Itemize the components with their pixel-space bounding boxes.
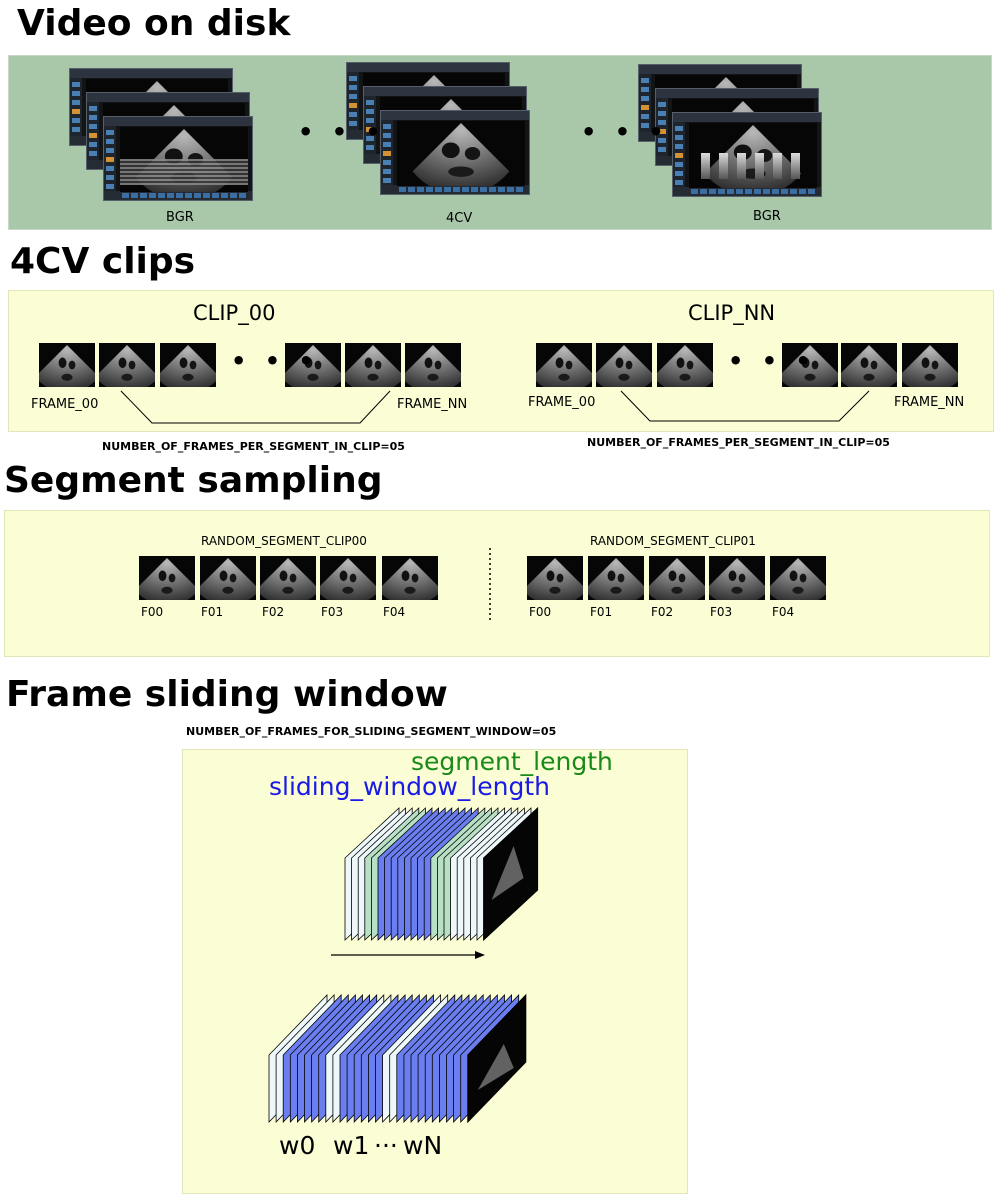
ellipsis-dots: • • • [581,118,669,146]
section-title-video-on-disk: Video on disk [17,3,291,44]
segment-frame-thumbnail [139,556,195,600]
segment-frame-thumbnail [260,556,316,600]
section-title-segment-sampling: Segment sampling [4,460,383,501]
window-label-dots: ··· [374,1131,398,1160]
segment-a-frame-label: F03 [321,605,344,619]
clip-00-first-frame-label: FRAME_00 [31,397,99,412]
window-label-w1: w1 [333,1131,370,1160]
segment-length-label: segment_length [411,747,613,776]
clip-frame-thumbnail [285,343,341,387]
ultrasound-video-screen [103,116,253,201]
clip-00-last-frame-label: FRAME_NN [397,397,468,412]
clip-00-title: CLIP_00 [193,301,276,325]
clip-nn-first-frame-label: FRAME_00 [528,395,596,410]
section-title-4cv-clips: 4CV clips [10,241,196,282]
sliding-window-note: NUMBER_OF_FRAMES_FOR_SLIDING_SEGMENT_WIN… [186,725,557,738]
segment-frame-thumbnail [709,556,765,600]
clip-bracket-lines [120,390,870,424]
clip-frame-thumbnail [536,343,592,387]
clip-frame-thumbnail [782,343,838,387]
clip-frame-thumbnail [99,343,155,387]
random-segment-clip01-label: RANDOM_SEGMENT_CLIP01 [590,534,756,548]
video-label-1: BGR [166,210,194,225]
clips-panel: CLIP_00 CLIP_NN • • • • • • FRAME_00 FRA… [8,290,994,432]
video-on-disk-panel: • • • • • • BGR 4CV BGR [8,55,992,230]
section-title-frame-sliding-window: Frame sliding window [6,674,448,715]
clip-nn-last-frame-label: FRAME_NN [894,395,965,410]
ellipsis-dots: • • • [231,347,319,375]
clip-frame-thumbnail [902,343,958,387]
ellipsis-dots: • • • [298,118,386,146]
frame-stacks [268,806,539,1124]
segment-b-frame-label: F01 [590,605,613,619]
segment-b-frame-label: F04 [772,605,795,619]
clip-frame-thumbnail [160,343,216,387]
segment-divider [489,548,491,622]
window-label-w0: w0 [279,1131,316,1160]
clip-frame-thumbnail [841,343,897,387]
slide-arrow-head [475,951,485,959]
clip-frame-thumbnail [345,343,401,387]
segment-a-frame-label: F00 [141,605,164,619]
random-segment-clip00-label: RANDOM_SEGMENT_CLIP00 [201,534,367,548]
segment-frame-thumbnail [527,556,583,600]
frames-per-segment-note-a: NUMBER_OF_FRAMES_PER_SEGMENT_IN_CLIP=05 [102,440,405,453]
ultrasound-video-screen [380,110,530,195]
segment-frame-thumbnail [588,556,644,600]
segment-b-frame-label: F00 [529,605,552,619]
sliding-window-length-label: sliding_window_length [269,772,550,801]
front-echo-frame [467,993,527,1124]
ellipsis-dots: • • • [728,347,816,375]
segment-a-frame-label: F02 [262,605,285,619]
segment-frame-thumbnail [770,556,826,600]
segment-frame-thumbnail [200,556,256,600]
segment-frame-thumbnail [382,556,438,600]
sliding-window-panel: segment_length sliding_window_length w0 … [182,747,688,1194]
video-label-2: 4CV [446,211,473,226]
clip-frame-thumbnail [405,343,461,387]
ultrasound-video-screen [672,112,822,197]
window-label-wn: wN [403,1131,443,1160]
segment-frame-thumbnail [320,556,376,600]
front-echo-frame [483,806,539,942]
clip-frame-thumbnail [657,343,713,387]
video-label-3: BGR [753,209,781,224]
clip-frame-thumbnail [596,343,652,387]
segment-b-frame-label: F03 [710,605,733,619]
segment-a-frame-label: F01 [201,605,224,619]
clip-frame-thumbnail [39,343,95,387]
segment-a-frame-label: F04 [383,605,406,619]
segment-frame-thumbnail [649,556,705,600]
segment-sampling-panel: RANDOM_SEGMENT_CLIP00 RANDOM_SEGMENT_CLI… [4,510,990,657]
clip-nn-title: CLIP_NN [688,301,776,325]
frames-per-segment-note-b: NUMBER_OF_FRAMES_PER_SEGMENT_IN_CLIP=05 [587,436,890,449]
segment-b-frame-label: F02 [651,605,674,619]
